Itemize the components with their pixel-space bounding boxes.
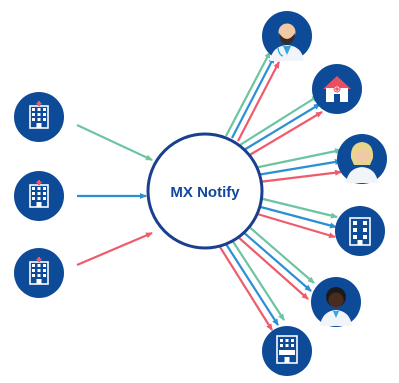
outgoing-arrow-green <box>231 239 285 321</box>
incoming-arrow-red <box>76 231 153 267</box>
female-dark-doctor-icon <box>320 287 352 326</box>
skilled-nursing-facility-icon <box>276 335 298 364</box>
incoming-arrow-green <box>76 124 153 161</box>
office-building-icon <box>349 217 371 246</box>
outgoing-arrow-red <box>219 246 273 331</box>
outgoing-arrow-blue <box>241 230 312 292</box>
outgoing-arrow-green <box>246 224 315 284</box>
source-hospital-1 <box>14 92 64 142</box>
outgoing-arrow-red <box>237 61 280 142</box>
outgoing-arrow-red <box>258 169 342 184</box>
outgoing-arrow-green <box>253 148 342 170</box>
target-snf <box>262 326 312 376</box>
outgoing-arrow-red <box>236 235 309 300</box>
source-hospital-3 <box>14 248 64 298</box>
outgoing-arrow-red <box>247 111 323 157</box>
outgoing-arrow-blue <box>225 243 279 326</box>
mx-notify-hub: MX Notify <box>146 132 264 250</box>
outgoing-arrow-red <box>253 211 336 239</box>
outgoing-arrow-green <box>225 51 271 137</box>
arrows-layer <box>76 51 342 331</box>
target-doctor-bald <box>262 11 312 61</box>
outgoing-arrow-blue <box>256 159 342 177</box>
target-office-building <box>335 206 385 256</box>
outgoing-arrow-blue <box>256 204 337 229</box>
clinic-house-icon <box>323 76 351 102</box>
target-doctor-female <box>337 134 387 184</box>
hub-label: MX Notify <box>170 184 240 201</box>
outgoing-arrow-green <box>239 95 319 146</box>
outgoing-arrow-green <box>258 196 338 219</box>
outgoing-arrow-blue <box>243 103 321 151</box>
female-blonde-doctor-icon <box>346 142 378 183</box>
bald-bearded-doctor-icon <box>270 23 304 61</box>
target-clinic <box>312 64 362 114</box>
source-hospital-2 <box>14 171 64 221</box>
outgoing-arrow-blue <box>231 56 275 139</box>
target-doctor-female-dark <box>311 277 361 327</box>
